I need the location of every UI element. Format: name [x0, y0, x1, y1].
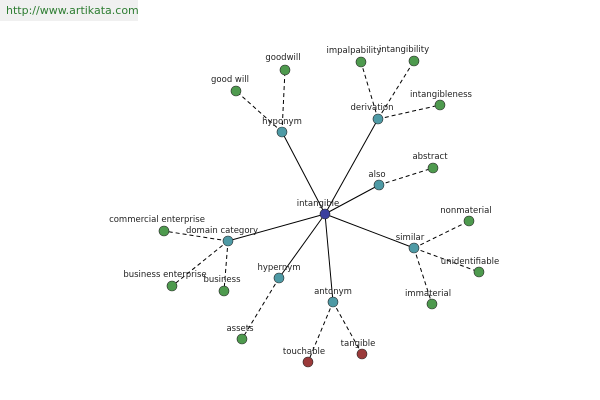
label-leaf-4[interactable]: intangibleness	[410, 90, 472, 100]
node-leaf-7[interactable]	[473, 266, 485, 278]
label-also[interactable]: also	[368, 170, 385, 180]
edge-derivation	[324, 118, 379, 215]
edge-leaf-10	[332, 301, 363, 355]
label-antonym[interactable]: antonym	[314, 287, 352, 297]
label-domain-category[interactable]: domain category	[186, 226, 258, 236]
edge-leaf-7	[413, 247, 480, 273]
node-domain-category[interactable]	[222, 235, 234, 247]
edge-leaf-5	[378, 167, 434, 186]
node-also[interactable]	[373, 179, 385, 191]
edge-hyponym	[281, 131, 326, 215]
label-leaf-3[interactable]: intangibility	[379, 45, 429, 55]
label-derivation[interactable]: derivation	[350, 103, 393, 113]
label-leaf-14[interactable]: business	[203, 275, 241, 285]
node-leaf-12[interactable]	[158, 225, 170, 237]
label-leaf-7[interactable]: unidentifiable	[441, 257, 499, 267]
label-leaf-2[interactable]: impalpability	[326, 46, 381, 56]
edge-leaf-14	[223, 240, 229, 292]
edge-leaf-4	[377, 104, 441, 120]
url-banner: http://www.artikata.com	[0, 0, 139, 21]
label-leaf-10[interactable]: tangible	[341, 339, 376, 349]
edge-leaf-8	[413, 247, 433, 305]
nodes	[158, 55, 485, 368]
edge-similar	[324, 213, 415, 249]
label-leaf-6[interactable]: nonmaterial	[440, 206, 491, 216]
label-leaf-9[interactable]: touchable	[283, 347, 325, 357]
labels: hyponym derivation also similar antonym hyper…	[109, 45, 499, 357]
node-derivation[interactable]	[372, 113, 384, 125]
edge-leaf-2	[360, 61, 379, 120]
edge-leaf-13	[171, 240, 229, 287]
node-leaf-1[interactable]	[279, 64, 291, 76]
node-leaf-2[interactable]	[355, 56, 367, 68]
edge-domain-category	[227, 213, 326, 242]
edge-hypernym	[278, 213, 326, 279]
label-leaf-12[interactable]: commercial enterprise	[109, 215, 205, 225]
node-leaf-5[interactable]	[427, 162, 439, 174]
node-leaf-9[interactable]	[302, 356, 314, 368]
node-center[interactable]	[319, 208, 331, 220]
edge-antonym	[324, 213, 334, 303]
label-similar[interactable]: similar	[396, 233, 425, 243]
node-similar[interactable]	[408, 242, 420, 254]
node-leaf-6[interactable]	[463, 215, 475, 227]
label-hyponym[interactable]: hyponym	[262, 117, 302, 127]
edge-also	[324, 184, 380, 215]
label-leaf-0[interactable]: good will	[211, 75, 249, 85]
edge-leaf-11	[241, 277, 280, 340]
node-antonym[interactable]	[327, 296, 339, 308]
node-leaf-11[interactable]	[236, 333, 248, 345]
node-hypernym[interactable]	[273, 272, 285, 284]
node-leaf-8[interactable]	[426, 298, 438, 310]
node-leaf-14[interactable]	[218, 285, 230, 297]
edge-leaf-0	[235, 90, 283, 133]
edge-leaf-9	[307, 301, 334, 363]
label-leaf-13[interactable]: business enterprise	[123, 270, 206, 280]
site-url[interactable]: http://www.artikata.com	[6, 4, 139, 17]
node-leaf-0[interactable]	[230, 85, 242, 97]
label-leaf-11[interactable]: assets	[226, 324, 254, 334]
node-leaf-3[interactable]	[408, 55, 420, 67]
edge-leaf-12	[163, 230, 229, 242]
label-leaf-8[interactable]: immaterial	[405, 289, 451, 299]
node-leaf-13[interactable]	[166, 280, 178, 292]
node-leaf-4[interactable]	[434, 99, 446, 111]
label-center[interactable]: intangible	[297, 199, 339, 209]
edge-leaf-3	[377, 60, 415, 120]
edge-leaf-1	[281, 69, 286, 133]
node-hyponym[interactable]	[276, 126, 288, 138]
node-leaf-10[interactable]	[356, 348, 368, 360]
label-leaf-5[interactable]: abstract	[412, 152, 448, 162]
edges	[163, 60, 480, 363]
label-hypernym[interactable]: hypernym	[257, 263, 300, 273]
edge-leaf-6	[413, 220, 470, 249]
label-leaf-1[interactable]: goodwill	[265, 53, 300, 63]
